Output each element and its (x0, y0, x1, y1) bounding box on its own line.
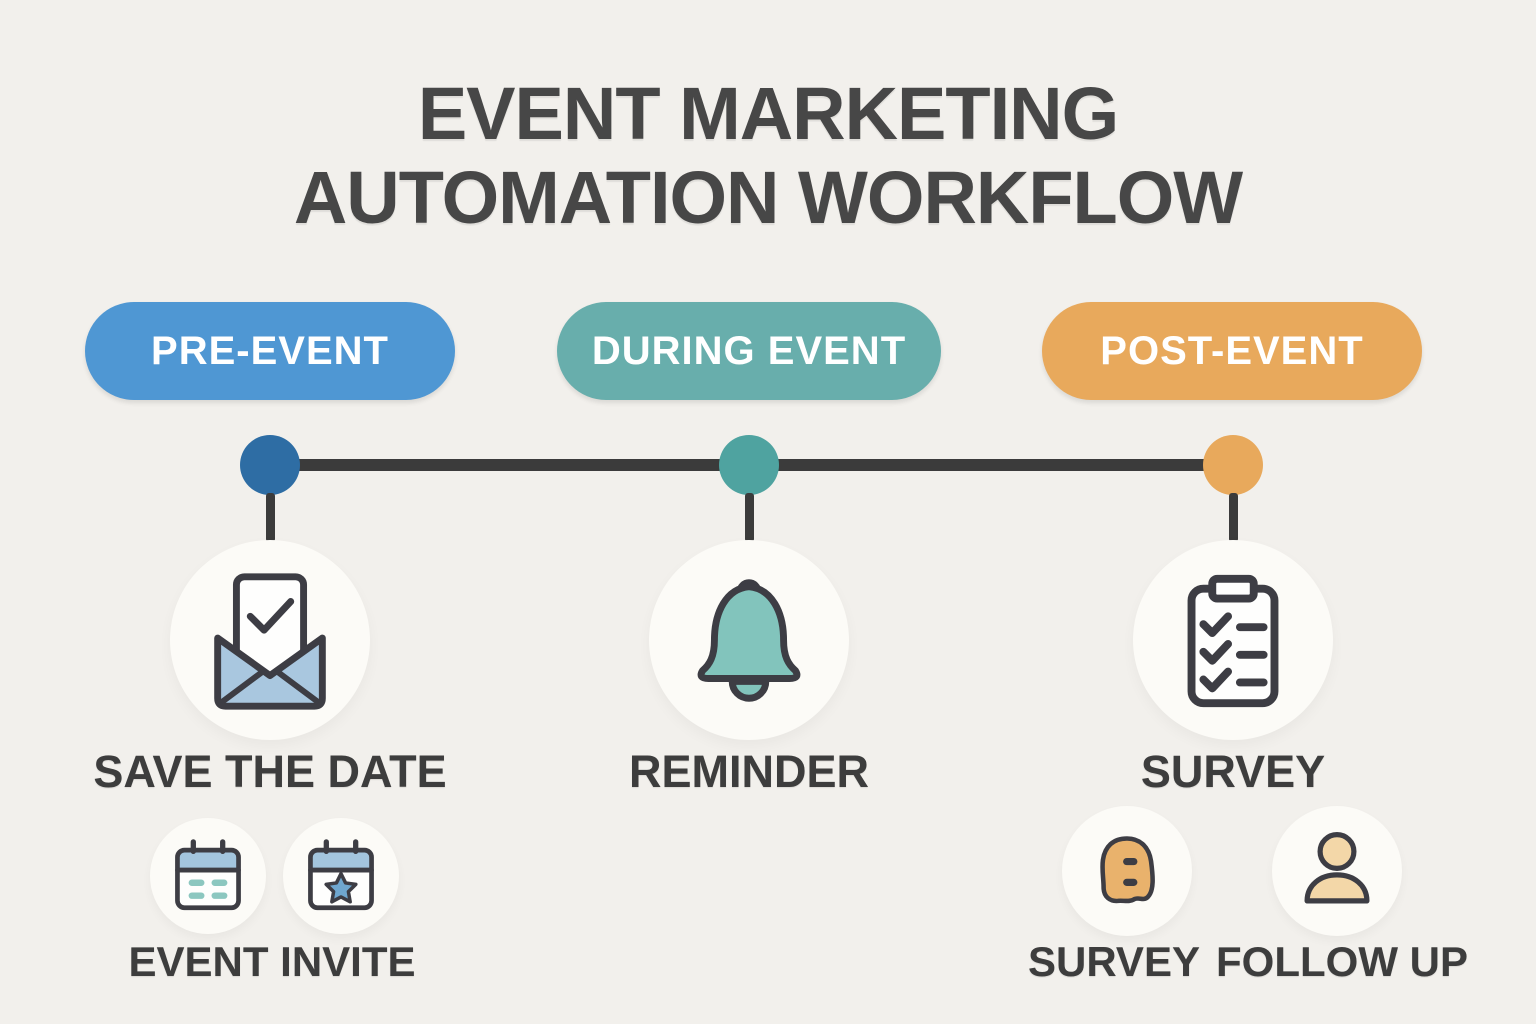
page-title-line2: AUTOMATION WORKFLOW (293, 156, 1243, 239)
timeline-dot-during-event (719, 435, 779, 495)
step-label-save-the-date: SAVE THE DATE (93, 746, 447, 797)
bell-icon (697, 579, 801, 702)
phase-pill-pre-event: PRE-EVENT (85, 302, 455, 400)
phase-pill-during-event-label: DURING EVENT (591, 328, 907, 373)
open-envelope-check-icon (214, 573, 326, 710)
calendar-star-icon (308, 839, 374, 911)
timeline-connector-pre-event (266, 493, 275, 542)
timeline-connector-during-event (745, 493, 754, 542)
step-label-reminder: REMINDER (628, 746, 869, 797)
page-title-line1: EVENT MARKETING (417, 72, 1119, 155)
substep-circle-calendar-lines (150, 818, 266, 934)
substep-label-follow-up: FOLLOW UP (1216, 938, 1468, 985)
substep-circle-follow-up (1272, 806, 1402, 936)
checklist-clipboard-icon (1187, 574, 1279, 708)
page-title: EVENT MARKETING AUTOMATION WORKFLOW (0, 72, 1536, 240)
phase-pill-pre-event-label: PRE-EVENT (151, 328, 389, 373)
timeline-connector-post-event (1229, 493, 1238, 542)
step-circle-save-the-date (170, 540, 370, 740)
calendar-lines-icon (175, 839, 241, 911)
timeline-dot-pre-event (240, 435, 300, 495)
phase-pill-post-event: POST-EVENT (1042, 302, 1422, 400)
timeline-dot-post-event (1203, 435, 1263, 495)
substep-circle-survey (1062, 806, 1192, 936)
step-circle-survey (1133, 540, 1333, 740)
phase-pill-post-event-label: POST-EVENT (1100, 328, 1364, 373)
phase-pill-during-event: DURING EVENT (557, 302, 941, 400)
person-icon (1304, 832, 1370, 904)
substep-circle-calendar-star (283, 818, 399, 934)
substep-label-survey: SURVEY (1028, 938, 1200, 985)
substep-label-event-invite: EVENT INVITE (128, 938, 416, 985)
survey-hood-icon (1100, 836, 1155, 904)
step-label-survey: SURVEY (1140, 746, 1326, 797)
step-circle-reminder (649, 540, 849, 740)
